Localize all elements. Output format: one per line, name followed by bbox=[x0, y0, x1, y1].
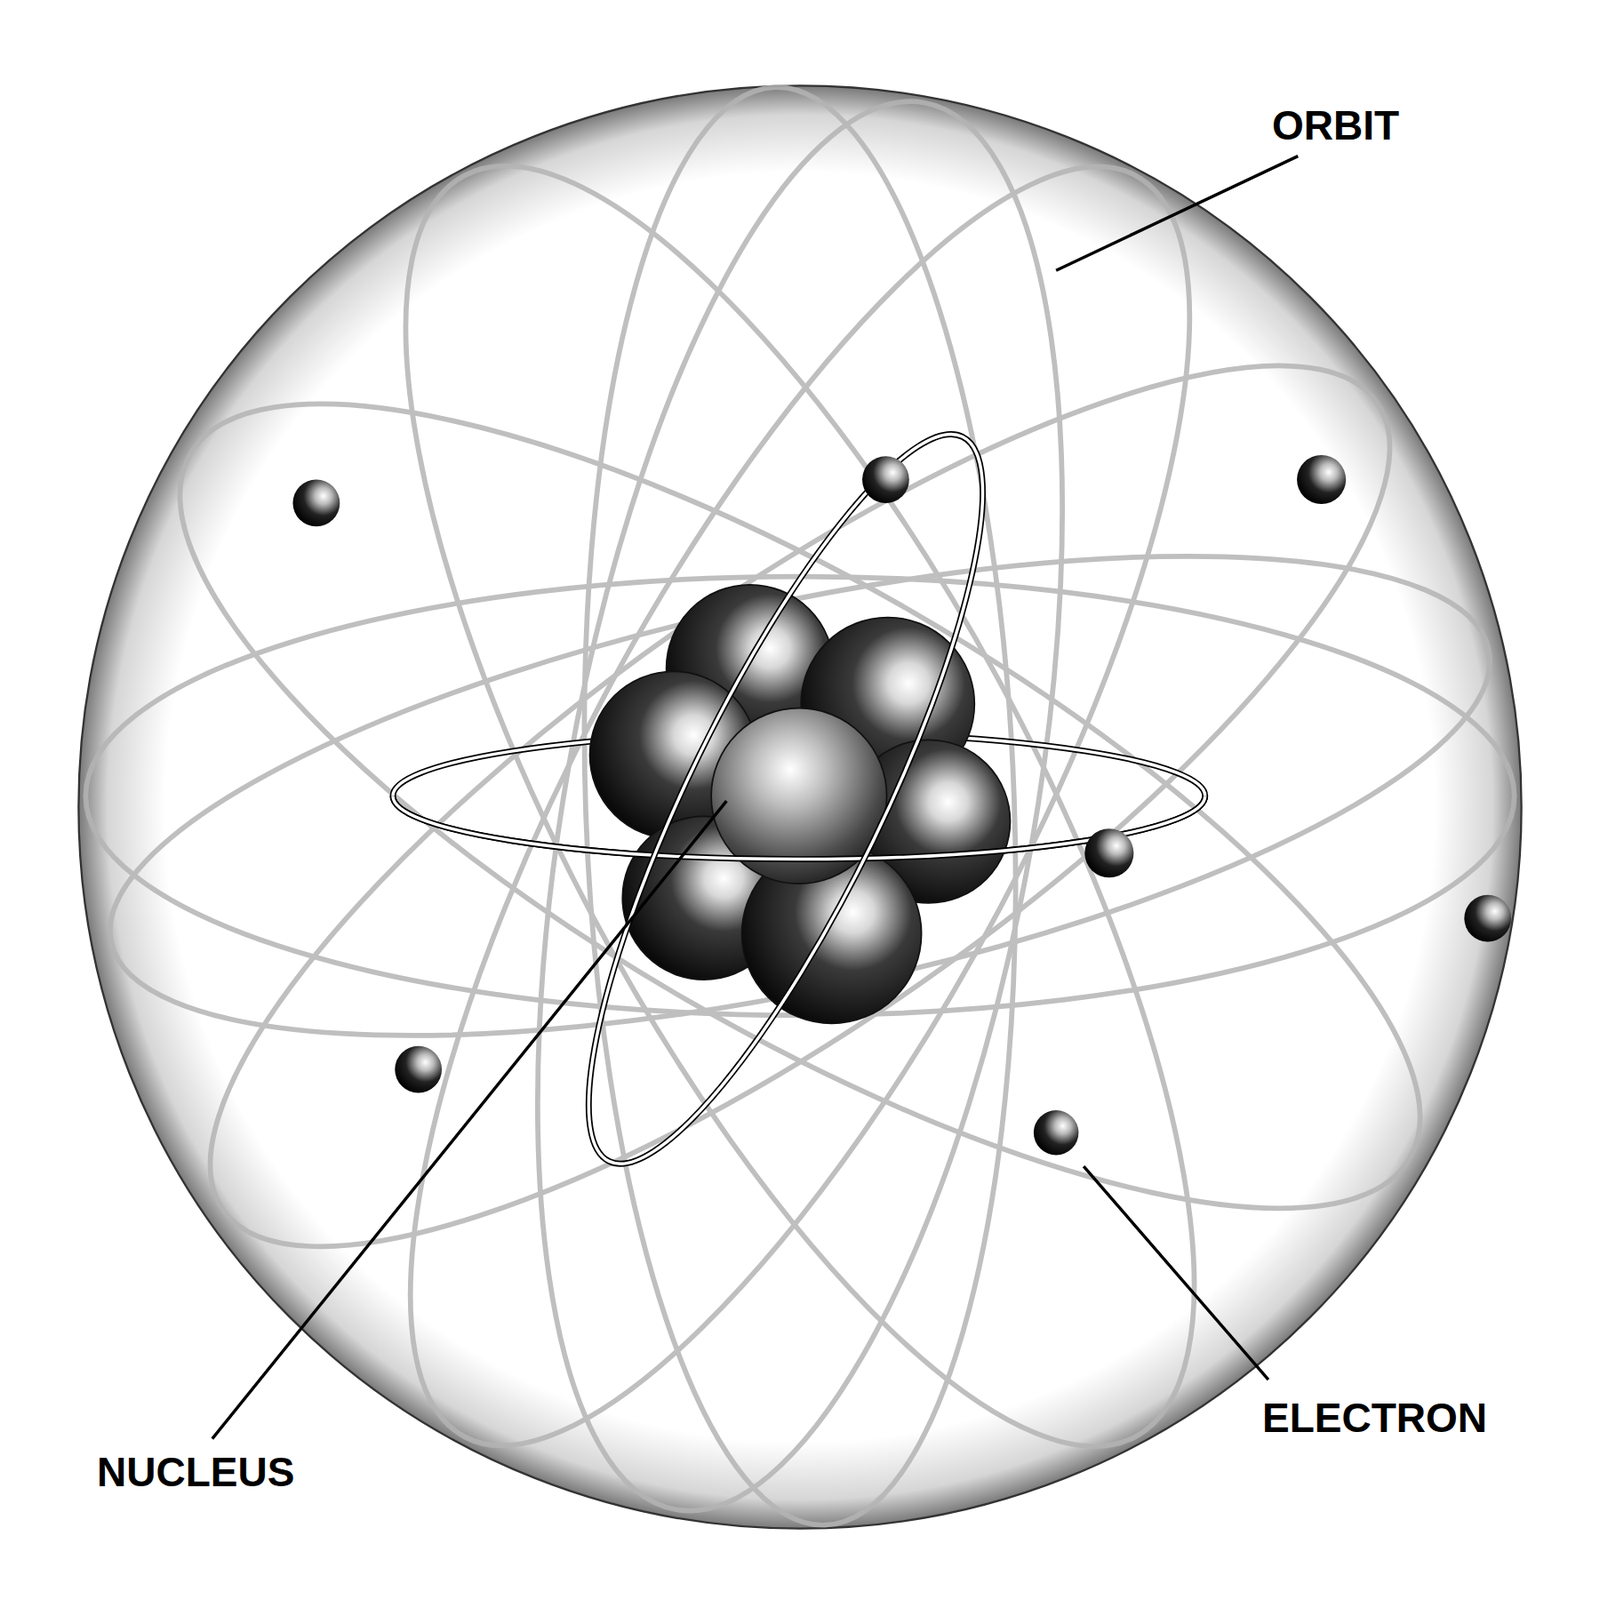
leader-lines bbox=[212, 156, 1298, 1440]
orbit-label: ORBIT bbox=[1272, 104, 1400, 146]
inner-orbits-front bbox=[392, 393, 1206, 1204]
electrons bbox=[292, 455, 1512, 1155]
nucleus-label: NUCLEUS bbox=[96, 1451, 295, 1493]
electron-label: ELECTRON bbox=[1262, 1397, 1488, 1439]
outer-orbits bbox=[71, 62, 1529, 1551]
atom-sphere bbox=[78, 85, 1521, 1528]
nucleus bbox=[590, 584, 1011, 1024]
